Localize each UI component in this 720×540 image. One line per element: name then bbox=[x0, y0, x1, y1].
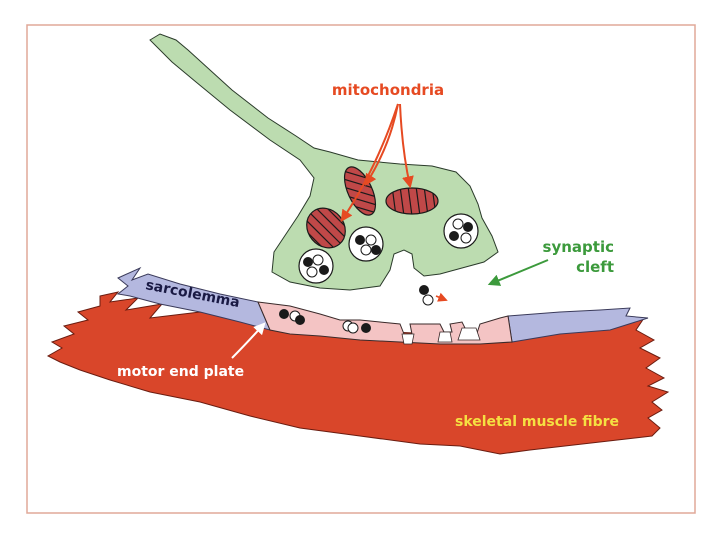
label-cleft: cleft bbox=[576, 258, 614, 276]
junctional-fold bbox=[401, 333, 415, 345]
motor-end-plate-arrow bbox=[231, 322, 266, 359]
sarcolemma-right bbox=[507, 307, 649, 343]
label-mitochondria: mitochondria bbox=[332, 81, 444, 99]
synaptic-vesicle bbox=[348, 226, 384, 262]
label-skeletal-muscle-fibre: skeletal muscle fibre bbox=[455, 414, 619, 430]
junctional-fold bbox=[437, 331, 453, 343]
synaptic-vesicle bbox=[298, 248, 334, 284]
synaptic-vesicle bbox=[443, 213, 479, 249]
junctional-fold bbox=[457, 327, 481, 341]
synaptic-cleft-arrow bbox=[487, 259, 549, 286]
label-motor-end-plate: motor end plate bbox=[117, 364, 244, 380]
axon-terminal bbox=[149, 33, 499, 291]
receptor-bound-molecules bbox=[279, 309, 371, 334]
released-neurotransmitter bbox=[419, 285, 448, 306]
label-synaptic: synaptic bbox=[543, 238, 614, 256]
mitochondria-pointer-arrows bbox=[340, 103, 414, 222]
